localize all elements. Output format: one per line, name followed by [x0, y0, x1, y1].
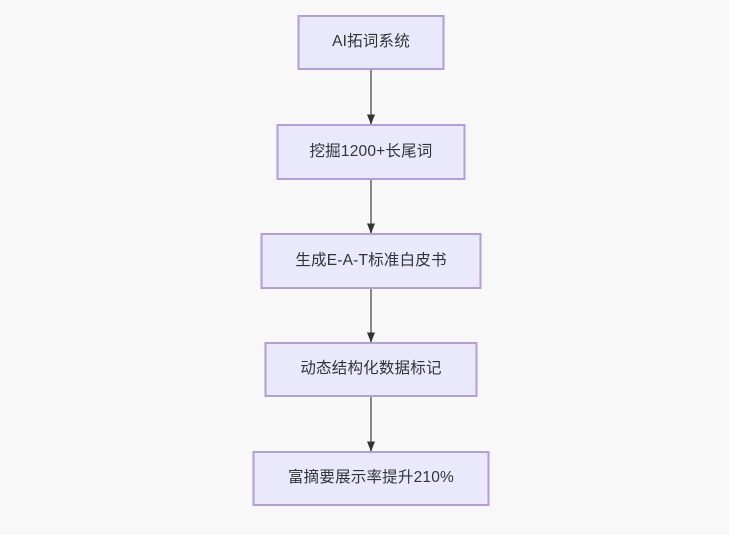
flow-node-label: 富摘要展示率提升210%	[287, 469, 455, 487]
flow-node-label: 动态结构化数据标记	[300, 360, 442, 378]
flow-node-ai-keyword-system[interactable]: AI拓词系统	[297, 15, 445, 70]
flow-node-mine-longtail-keywords[interactable]: 挖掘1200+长尾词	[276, 124, 466, 180]
flow-node-dynamic-structured-data-markup[interactable]: 动态结构化数据标记	[264, 342, 478, 397]
flow-node-label: AI拓词系统	[332, 33, 410, 51]
flow-node-label: 生成E-A-T标准白皮书	[295, 251, 447, 269]
flow-node-rich-snippet-rate-increase[interactable]: 富摘要展示率提升210%	[252, 451, 490, 506]
flow-node-label: 挖掘1200+长尾词	[309, 142, 433, 160]
flow-node-generate-eat-whitepaper[interactable]: 生成E-A-T标准白皮书	[260, 233, 482, 289]
